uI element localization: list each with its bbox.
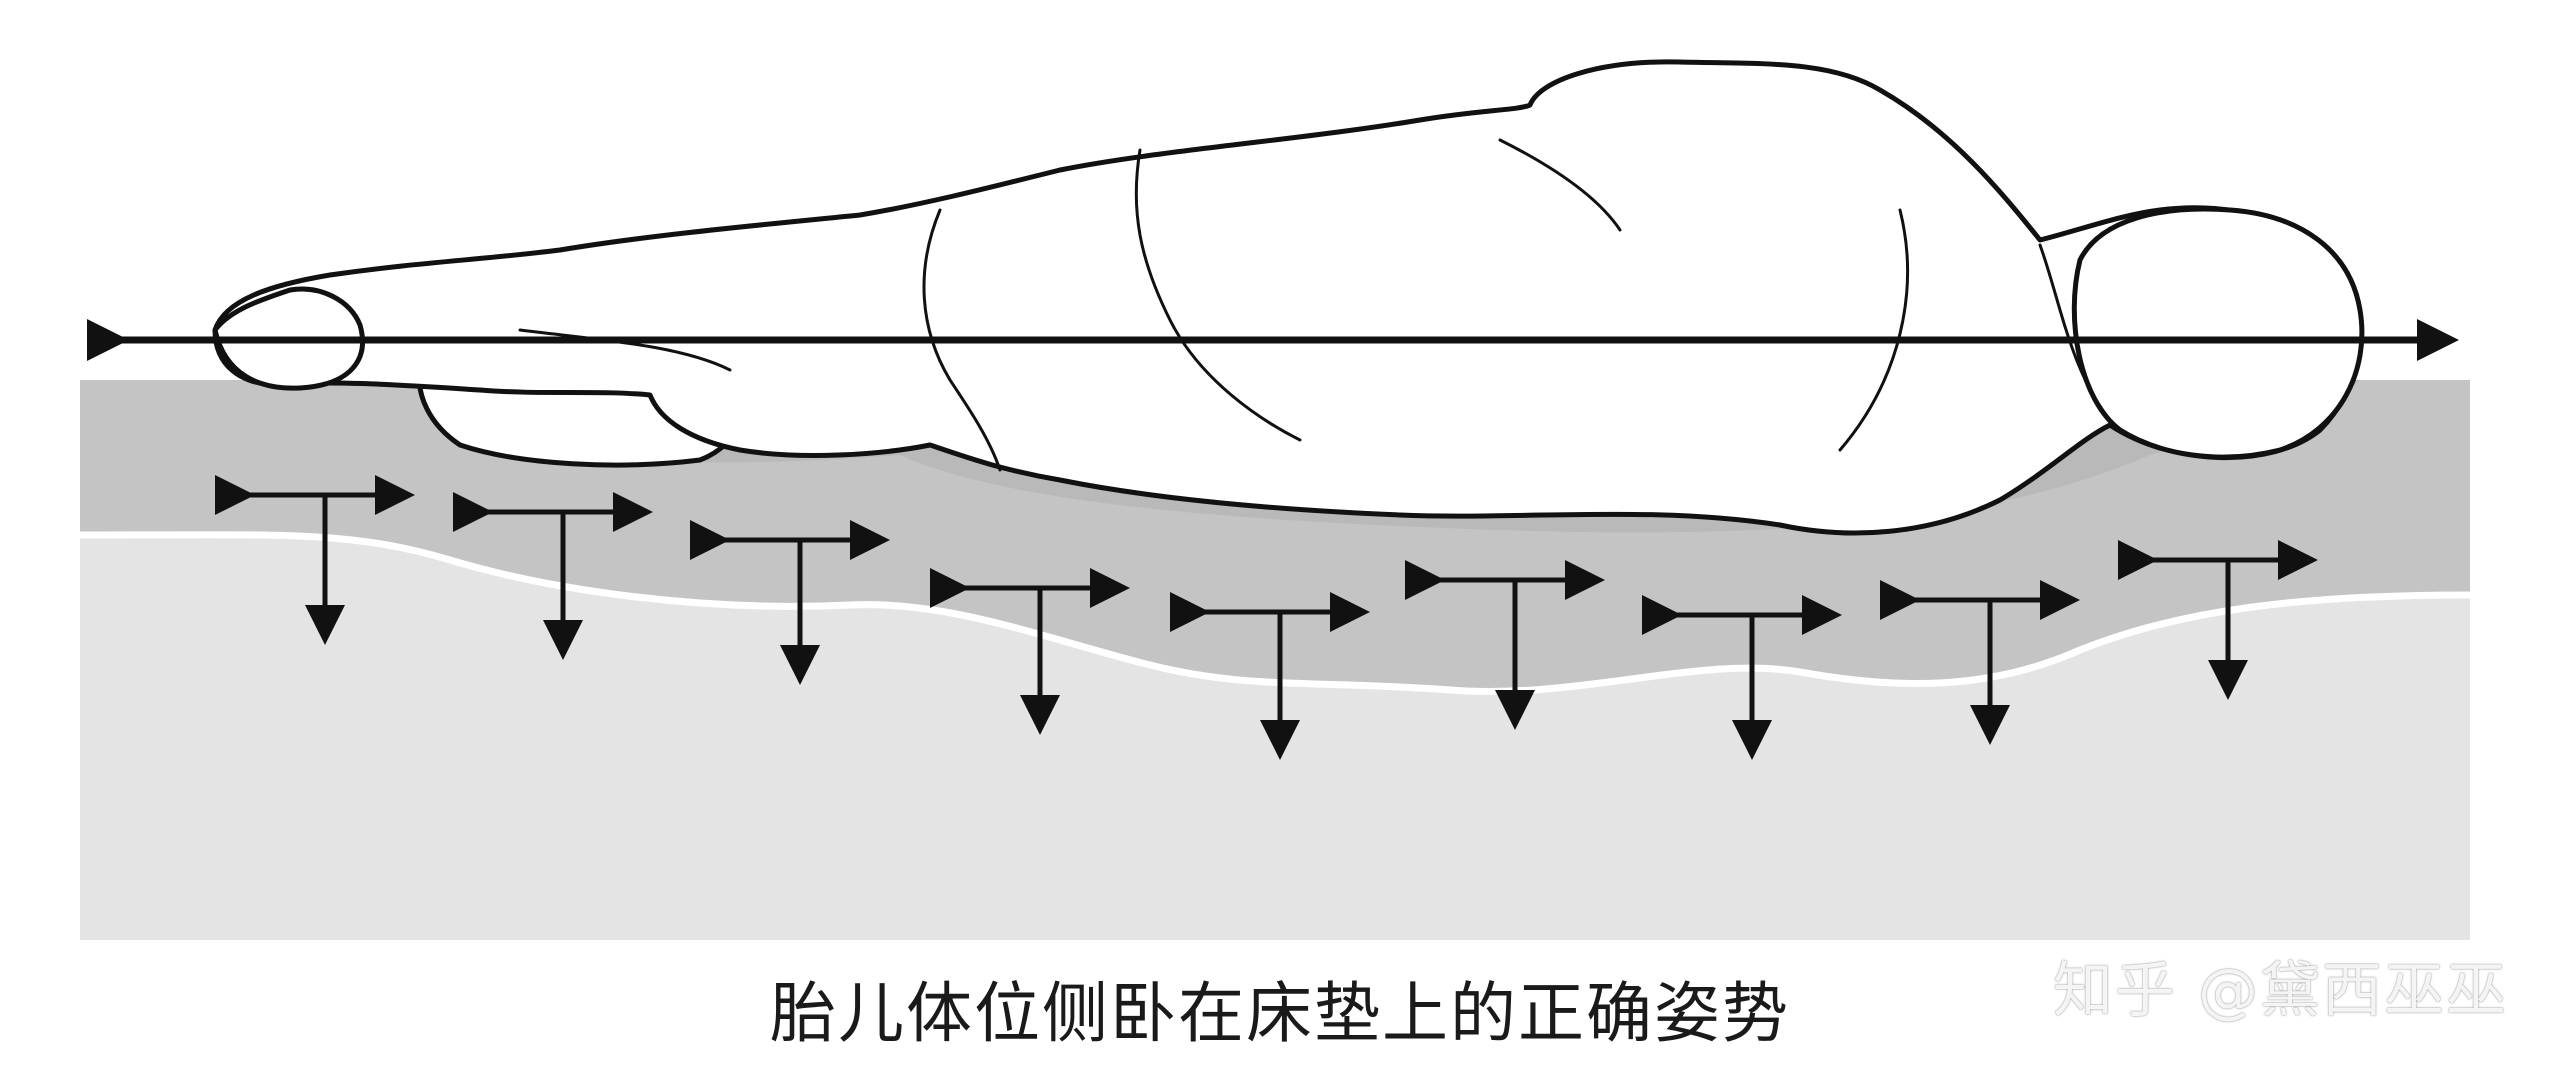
pressure-arrow-icon xyxy=(1170,592,1370,760)
pressure-arrow-icon xyxy=(690,520,890,685)
pressure-arrow-icon xyxy=(1405,560,1605,730)
person-figure xyxy=(212,59,2365,536)
pressure-arrow-icon xyxy=(1880,580,2080,745)
figure-caption: 胎儿体位侧卧在床垫上的正确姿势 xyxy=(770,975,1790,1052)
mattress-layer-boundary xyxy=(79,531,2471,695)
watermark: 知乎 @黛西巫巫 xyxy=(2052,956,2508,1026)
pressure-arrows xyxy=(215,475,2318,760)
pressure-arrow-icon xyxy=(1642,595,1842,760)
pressure-arrow-icon xyxy=(930,568,1130,735)
pressure-arrow-icon xyxy=(2118,540,2318,700)
pressure-arrow-icon xyxy=(215,475,415,645)
head xyxy=(2071,206,2365,460)
hip-contour xyxy=(922,208,1002,472)
back-contour xyxy=(1498,138,1622,232)
pressure-arrow-icon xyxy=(453,492,653,660)
